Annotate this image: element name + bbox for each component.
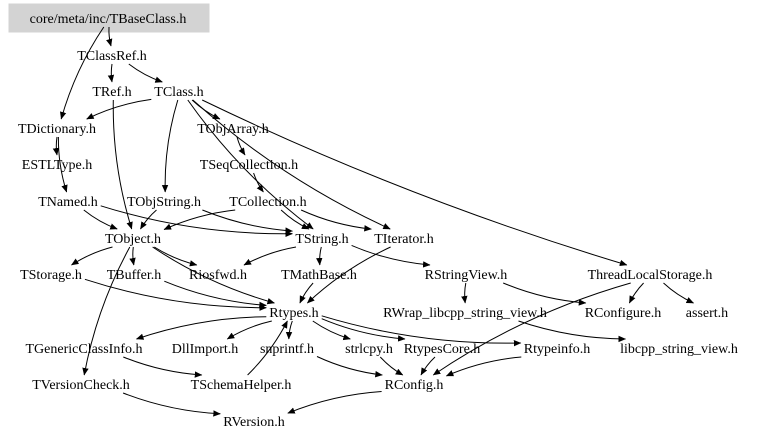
edge-tdictionary-to-estltype	[52, 136, 60, 156]
edge-tdictionary-to-tnamed	[57, 136, 68, 193]
edge-tmathbase-to-rtypes	[299, 282, 314, 304]
edge-tclass-to-tobjstring	[161, 99, 179, 193]
node-assert[interactable]: assert.h	[686, 306, 728, 321]
node-rtypescore[interactable]: RtypesCore.h	[404, 342, 481, 357]
node-tstring[interactable]: TString.h	[295, 232, 348, 247]
node-riosfwd[interactable]: Riosfwd.h	[189, 268, 247, 283]
edge-tversioncheck-to-rversion	[122, 392, 221, 417]
edge-titerator-to-rtypes	[307, 246, 391, 304]
edge-rtypes-to-rtypescore	[321, 318, 406, 342]
edge-tobject-to-tstorage	[71, 246, 113, 266]
edge-tnamed-to-tstring	[100, 205, 293, 237]
edge-rtypes-to-tgenericclassinfo	[136, 316, 267, 340]
node-tnamed[interactable]: TNamed.h	[38, 195, 97, 210]
edge-threadlocal-to-rconfigure	[628, 282, 644, 304]
edge-tobject-to-tversioncheck	[82, 246, 131, 376]
edge-tclassref-to-tclass	[128, 63, 163, 83]
node-libcpp[interactable]: libcpp_string_view.h	[620, 342, 738, 357]
edge-tobject-to-rtypes	[152, 246, 275, 305]
edge-tnamed-to-tobject	[83, 209, 118, 230]
node-tmathbase[interactable]: TMathBase.h	[281, 268, 357, 283]
edges-layer	[52, 26, 694, 417]
node-tschemahelper[interactable]: TSchemaHelper.h	[191, 378, 292, 393]
edge-tclass-to-tdictionary	[86, 98, 152, 120]
edge-rtypes-to-rtypeinfo	[321, 315, 522, 347]
node-rstringview[interactable]: RStringView.h	[425, 268, 508, 283]
node-tversioncheck[interactable]: TVersionCheck.h	[32, 378, 130, 393]
edge-rstringview-to-rwrap	[461, 282, 468, 304]
node-tbaseclass[interactable]: core/meta/inc/TBaseClass.h	[30, 12, 187, 27]
node-rwrap[interactable]: RWrap_libcpp_string_view.h	[383, 306, 547, 321]
edge-tgenericclassinfo-to-tschemahelper	[123, 356, 203, 378]
node-rconfig[interactable]: RConfig.h	[385, 378, 444, 393]
edge-threadlocal-to-rconfig	[432, 282, 631, 376]
node-tobjarray[interactable]: TObjArray.h	[197, 122, 269, 137]
node-tref[interactable]: TRef.h	[92, 85, 131, 100]
node-snprintf[interactable]: snprintf.h	[260, 342, 314, 357]
edge-rtypescore-to-rconfig	[420, 356, 436, 376]
edge-tcollection-to-titerator	[300, 209, 372, 232]
edge-tstring-to-tmathbase	[316, 246, 323, 266]
node-tdictionary[interactable]: TDictionary.h	[18, 122, 96, 137]
edge-tstorage-to-rtypes	[84, 278, 267, 311]
node-estltype[interactable]: ESTLType.h	[22, 158, 92, 173]
edge-tobject-to-tbuffer	[129, 246, 136, 266]
edge-tobjstring-to-tobject	[140, 209, 157, 230]
node-tclassref[interactable]: TClassRef.h	[77, 49, 147, 64]
node-tstorage[interactable]: TStorage.h	[20, 268, 82, 283]
node-rtypes[interactable]: Rtypes.h	[269, 306, 318, 321]
edge-threadlocal-to-assert	[663, 282, 694, 304]
edge-rconfig-to-rversion	[287, 391, 382, 414]
edge-rtypeinfo-to-rconfig	[445, 356, 522, 377]
node-titerator[interactable]: TIterator.h	[374, 232, 433, 247]
edge-tstring-to-riosfwd	[243, 246, 297, 266]
edge-tclass-to-tstring	[187, 99, 314, 230]
edge-tref-to-tobject	[112, 99, 133, 230]
edge-tschemahelper-to-rtypes	[247, 320, 288, 376]
node-rconfigure[interactable]: RConfigure.h	[585, 306, 662, 321]
edge-rtypes-to-strlcpy	[312, 320, 351, 341]
edge-rstringview-to-rconfigure	[503, 282, 587, 306]
edge-tobjstring-to-tstring	[202, 209, 293, 234]
node-tgenericclassinfo[interactable]: TGenericClassInfo.h	[25, 342, 142, 357]
node-rtypeinfo[interactable]: Rtypeinfo.h	[524, 342, 591, 357]
node-strlcpy[interactable]: strlcpy.h	[345, 342, 393, 357]
node-tobject[interactable]: TObject.h	[105, 232, 161, 247]
edge-strlcpy-to-rconfig	[379, 356, 404, 376]
edge-rtypes-to-dllimport	[226, 320, 272, 340]
node-dllimport[interactable]: DllImport.h	[172, 342, 239, 357]
edge-tbaseclass-to-tdictionary	[60, 26, 105, 120]
edge-tclass-to-titerator	[192, 99, 391, 230]
nodes-layer: core/meta/inc/TBaseClass.hTClassRef.hTRe…	[18, 12, 738, 430]
edge-snprintf-to-rconfig	[316, 356, 383, 378]
node-tobjstring[interactable]: TObjString.h	[127, 195, 201, 210]
edge-rtypes-to-snprintf	[285, 320, 293, 340]
edge-tcollection-to-tstring	[280, 209, 310, 230]
edge-tcollection-to-tobject	[163, 209, 236, 230]
edge-tseqcollection-to-tcollection	[253, 172, 264, 193]
node-tcollection[interactable]: TCollection.h	[229, 195, 306, 210]
node-tbuffer[interactable]: TBuffer.h	[107, 268, 162, 283]
edge-tbuffer-to-rtypes	[164, 280, 267, 309]
edge-tobject-to-riosfwd	[154, 246, 198, 267]
node-tseqcollection[interactable]: TSeqCollection.h	[200, 158, 298, 173]
edge-tclass-to-threadlocal	[201, 99, 628, 267]
edge-tstring-to-rstringview	[351, 244, 431, 268]
node-tclass[interactable]: TClass.h	[154, 85, 203, 100]
edge-tbaseclass-to-tclassref	[106, 26, 113, 47]
edge-tobjarray-to-tseqcollection	[236, 136, 246, 156]
edge-tclassref-to-tref	[107, 63, 115, 83]
edge-rwrap-to-libcpp	[518, 320, 626, 343]
node-threadlocal[interactable]: ThreadLocalStorage.h	[588, 268, 713, 283]
node-rversion[interactable]: RVersion.h	[223, 415, 285, 430]
